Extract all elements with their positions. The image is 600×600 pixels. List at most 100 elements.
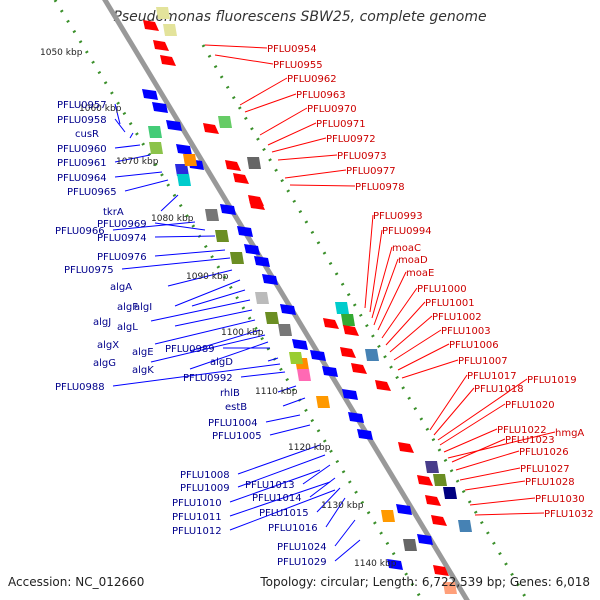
leader-line xyxy=(447,431,556,459)
leader-line xyxy=(437,378,528,441)
gene-label-left: cusR xyxy=(75,129,99,140)
gene-label-right: moaE xyxy=(406,268,434,279)
leader-line xyxy=(114,118,126,133)
gene-label-right: PFLU1032 xyxy=(544,509,594,520)
leader-line xyxy=(150,299,251,322)
ruler-label: 1090 kbp xyxy=(186,272,229,282)
gene-label-left: PFLU1008 xyxy=(180,470,230,481)
leader-line xyxy=(112,363,281,387)
leader-line xyxy=(302,464,331,485)
leader-line xyxy=(121,257,231,270)
leader-line xyxy=(237,444,321,475)
gene-label-right: PFLU1030 xyxy=(535,494,585,505)
leader-line xyxy=(160,194,179,212)
leader-line xyxy=(214,54,274,65)
leader-line xyxy=(289,184,356,187)
gene-glyph xyxy=(156,7,170,19)
gene-label-right: moaD xyxy=(398,255,428,266)
gene-glyph xyxy=(280,304,296,315)
leader-line xyxy=(474,512,545,516)
gene-label-right: PFLU0971 xyxy=(316,119,366,130)
gene-label-left: tkrA xyxy=(103,207,124,218)
leader-line xyxy=(174,309,253,327)
gene-glyph xyxy=(425,461,439,473)
leader-line xyxy=(239,77,288,106)
gene-glyph xyxy=(142,89,158,100)
leader-line xyxy=(282,397,306,407)
leader-line xyxy=(469,497,536,506)
gene-glyph xyxy=(381,510,395,522)
gene-glyph xyxy=(218,116,232,128)
gene-label-left: PFLU1012 xyxy=(172,526,222,537)
gene-label-right: PFLU1018 xyxy=(474,384,524,395)
gene-label-left: algA xyxy=(110,282,132,293)
gene-label-left: algG xyxy=(93,358,116,369)
map-title: Pseudomonas fluorescens SBW25, complete … xyxy=(113,9,487,25)
leader-line xyxy=(381,287,418,339)
gene-label-left: algK xyxy=(132,365,154,376)
gene-label-left: PFLU0966 xyxy=(55,226,105,237)
leader-line xyxy=(369,229,383,313)
gene-label-left: PFLU0989 xyxy=(165,344,215,355)
gene-label-right: PFLU1003 xyxy=(441,326,491,337)
genome-backbone xyxy=(102,0,470,600)
leader-line xyxy=(385,301,426,346)
leader-line xyxy=(154,319,256,345)
gene-label-right: PFLU1023 xyxy=(505,435,555,446)
ruler-label: 1080 kbp xyxy=(151,214,194,224)
gene-label-left: PFLU1011 xyxy=(172,512,222,523)
gene-label-left: PFLU1016 xyxy=(268,523,318,534)
gene-label-right: hmgA xyxy=(555,428,584,439)
gene-glyph xyxy=(375,380,391,391)
gene-label-right: PFLU1027 xyxy=(520,464,570,475)
gene-glyph xyxy=(220,204,236,215)
gene-label-right: moaC xyxy=(392,243,421,254)
gene-glyph xyxy=(248,195,264,206)
gene-label-left: PFLU0964 xyxy=(57,173,107,184)
gene-label-left: PFLU0960 xyxy=(57,144,107,155)
gene-glyph xyxy=(177,174,191,186)
leader-line xyxy=(259,107,308,136)
leader-line xyxy=(114,103,121,125)
gene-glyph xyxy=(183,154,197,166)
gene-label-right: PFLU0973 xyxy=(337,151,387,162)
leader-line xyxy=(373,258,399,326)
gene-label-left: PFLU0992 xyxy=(183,373,233,384)
gene-label-right: PFLU1001 xyxy=(425,298,475,309)
gene-glyph xyxy=(310,350,326,361)
leader-line xyxy=(189,341,269,370)
leader-line xyxy=(455,450,520,471)
leader-line xyxy=(389,315,433,353)
leader-line xyxy=(154,222,206,231)
gene-label-left: algD xyxy=(210,357,233,368)
leader-line xyxy=(429,374,468,431)
gene-label-right: PFLU1007 xyxy=(458,356,508,367)
backbone-line xyxy=(102,0,470,600)
gene-glyph xyxy=(237,226,253,237)
gene-label-right: PFLU0970 xyxy=(307,104,357,115)
leader-line xyxy=(277,385,297,393)
gene-glyph xyxy=(458,520,472,532)
leader-line xyxy=(244,93,297,113)
leader-line xyxy=(284,169,347,179)
leader-line xyxy=(364,214,374,309)
leader-line xyxy=(325,497,346,528)
gene-glyph xyxy=(233,173,249,184)
gene-glyph xyxy=(230,252,244,264)
leader-line xyxy=(439,403,506,446)
gene-glyph xyxy=(166,120,182,131)
gene-label-left: PFLU1013 xyxy=(245,480,295,491)
gene-glyph xyxy=(148,126,162,138)
gene-glyph xyxy=(289,352,303,364)
ruler-label: 1050 kbp xyxy=(40,48,83,58)
leader-line xyxy=(371,246,393,319)
gene-label-left: algL xyxy=(117,322,138,333)
gene-label-left: PFLU1010 xyxy=(172,498,222,509)
leader-line xyxy=(334,539,361,562)
leader-line xyxy=(271,137,327,153)
leader-line xyxy=(174,279,241,307)
gene-label-right: PFLU1022 xyxy=(497,425,547,436)
gene-label-left: PFLU0961 xyxy=(57,158,107,169)
leader-line xyxy=(267,122,317,146)
gene-glyph xyxy=(417,475,433,486)
